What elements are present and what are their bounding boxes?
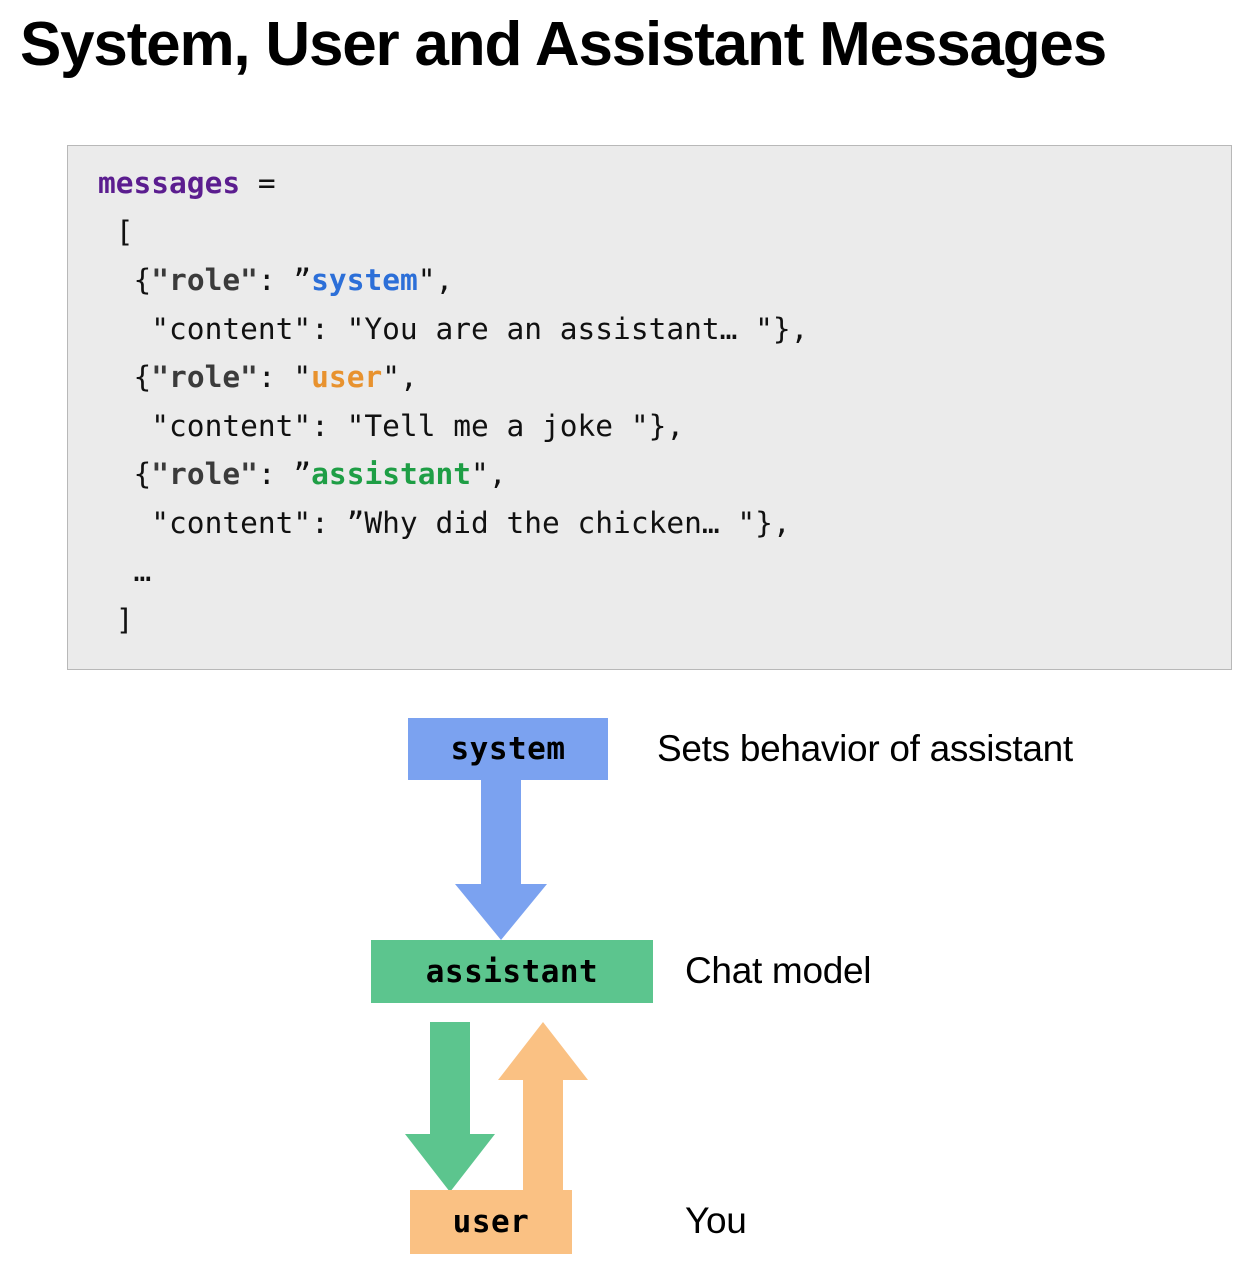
code-line-open-bracket: [ bbox=[98, 208, 808, 257]
role-box-assistant-label: assistant bbox=[425, 953, 599, 990]
code-token-plain: ] bbox=[98, 602, 134, 637]
code-token-plain: { bbox=[98, 263, 152, 297]
role-box-user-label: user bbox=[452, 1204, 530, 1240]
code-token-plain: { bbox=[98, 457, 152, 491]
code-token-key: "role" bbox=[151, 263, 258, 297]
code-token-plain: ” bbox=[293, 457, 312, 491]
code-line-role-system: {"role": ”system", bbox=[98, 256, 808, 305]
role-description-system: Sets behavior of assistant bbox=[657, 728, 1073, 769]
code-token-plain: … bbox=[98, 554, 152, 588]
role-box-user[interactable]: user bbox=[410, 1190, 572, 1254]
code-token-var: messages bbox=[98, 166, 241, 200]
code-line-role-user: {"role": "user", bbox=[98, 353, 808, 402]
code-token-plain: "content": "You are an assistant… "}, bbox=[98, 311, 809, 346]
code-line-role-assistant: {"role": ”assistant", bbox=[98, 450, 808, 499]
code-token-plain: "content": ”Why did the chicken… "}, bbox=[98, 505, 791, 540]
arrow-down-assistant-to-user bbox=[405, 1022, 495, 1192]
code-token-plain: : bbox=[257, 360, 294, 394]
code-line-close-bracket: ] bbox=[98, 596, 808, 645]
code-token-plain: { bbox=[98, 360, 152, 394]
code-line-ellipsis: … bbox=[98, 547, 808, 596]
role-description-assistant: Chat model bbox=[685, 950, 872, 991]
code-token-plain: ", bbox=[471, 457, 507, 491]
role-flow-diagram: system Sets behavior of assistant assist… bbox=[0, 700, 1260, 1282]
code-line-content-system: "content": "You are an assistant… "}, bbox=[98, 305, 808, 354]
code-line-content-assistant: "content": ”Why did the chicken… "}, bbox=[98, 499, 808, 548]
code-token-plain: " bbox=[293, 360, 312, 394]
code-token-user: user bbox=[311, 360, 383, 394]
code-token-plain: ", bbox=[382, 360, 418, 394]
code-token-plain: : bbox=[257, 457, 294, 491]
code-line-content-user: "content": "Tell me a joke "}, bbox=[98, 402, 808, 451]
code-token-system: system bbox=[311, 263, 418, 297]
code-line-assign: messages = bbox=[98, 159, 808, 208]
code-token-plain: : bbox=[257, 263, 294, 297]
code-token-key: "role" bbox=[151, 457, 258, 491]
page-title: System, User and Assistant Messages bbox=[20, 10, 1107, 79]
code-token-plain: = bbox=[240, 166, 276, 200]
role-description-user: You bbox=[685, 1200, 747, 1241]
role-box-system[interactable]: system bbox=[408, 718, 608, 780]
code-block: messages = [ {"role": ”system", "content… bbox=[67, 145, 1232, 670]
code-token-assistant: assistant bbox=[311, 457, 472, 491]
code-token-plain: ", bbox=[417, 263, 454, 297]
code-token-key: "role" bbox=[151, 360, 258, 394]
arrow-down-system-to-assistant bbox=[455, 780, 547, 940]
role-box-system-label: system bbox=[450, 731, 566, 767]
code-lines: messages = [ {"role": ”system", "content… bbox=[98, 159, 808, 644]
code-token-plain: "content": "Tell me a joke "}, bbox=[98, 408, 685, 443]
code-token-plain: [ bbox=[98, 214, 134, 249]
arrow-up-user-to-assistant bbox=[498, 1022, 588, 1192]
role-box-assistant[interactable]: assistant bbox=[371, 940, 653, 1003]
code-token-plain: ” bbox=[293, 263, 312, 297]
